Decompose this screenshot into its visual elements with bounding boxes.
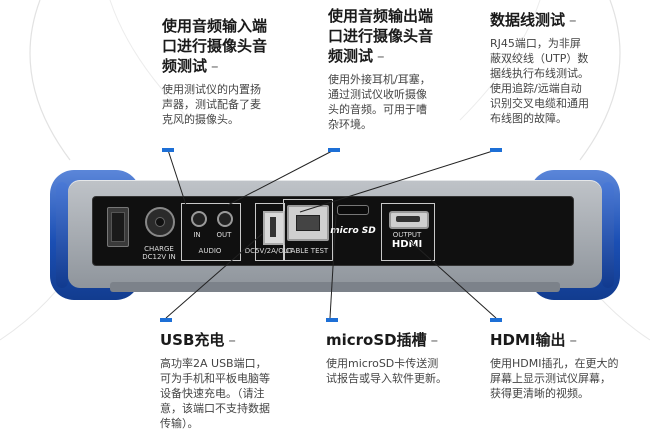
audio-in-jack[interactable] — [191, 211, 207, 227]
callout-usb: USB充电– 高功率2A USB端口， 可为手机和平板电脑等 设备快速充电。（请… — [160, 330, 310, 431]
audio-out-jack[interactable] — [217, 211, 233, 227]
hdmi-port[interactable] — [389, 211, 429, 229]
marker-audio-in — [162, 148, 174, 152]
audio-in-label: IN — [193, 231, 201, 239]
callout-body: 高功率2A USB端口， 可为手机和平板电脑等 设备快速充电。（请注 意，该端口… — [160, 357, 270, 430]
callout-body: 使用microSD卡传送测 试报告或导入软件更新。 — [326, 357, 447, 385]
callout-body: 使用HDMI插孔，在更大的 屏幕上显示测试仪屏幕， 获得更清晰的视频。 — [490, 357, 619, 400]
callout-body: 使用外接耳机/耳塞， 通过测试仪收听摄像 头的音频。可用于嘈 杂环境。 — [328, 73, 431, 131]
microsd-slot[interactable] — [337, 205, 369, 215]
dc-pin — [155, 217, 165, 227]
callout-title: 使用音频输出端 口进行摄像头音 频测试– — [328, 7, 434, 65]
power-switch[interactable] — [107, 207, 129, 247]
usb-label: DC5V/2A/OUT — [244, 247, 294, 255]
callout-body: 使用测试仪的内置扬 声器，测试配备了麦 克风的摄像头。 — [162, 83, 261, 126]
marker-usb — [160, 318, 172, 322]
dc-power-jack[interactable] — [145, 207, 175, 237]
hdmi-output-label: OUTPUT — [392, 231, 422, 239]
marker-audio-out — [328, 148, 340, 152]
usb-port[interactable] — [263, 211, 285, 245]
microsd-logo: micro SD — [330, 226, 376, 236]
callout-cable-test: 数据线测试– RJ45端口，为非屏 蔽双绞线（UTP）数 据线执行布线测试。 使… — [490, 10, 640, 126]
callout-title: microSD插槽– — [326, 331, 439, 349]
right-grip — [602, 182, 614, 288]
callout-audio-out: 使用音频输出端 口进行摄像头音 频测试– 使用外接耳机/耳塞， 通过测试仪收听摄… — [328, 6, 478, 132]
rj45-slot — [296, 215, 320, 231]
callout-title: 使用音频输入端 口进行摄像头音 频测试– — [162, 17, 268, 75]
rj45-port[interactable] — [287, 205, 329, 241]
callout-hdmi: HDMI输出– 使用HDMI插孔，在更大的 屏幕上显示测试仪屏幕， 获得更清晰的… — [490, 330, 645, 401]
callout-title: HDMI输出– — [490, 331, 578, 349]
callout-body: RJ45端口，为非屏 蔽双绞线（UTP）数 据线执行布线测试。 使用追踪/远端自… — [490, 37, 589, 125]
cable-test-label: CABLE TEST — [285, 247, 329, 255]
marker-microsd — [326, 318, 338, 322]
left-grip — [56, 182, 68, 288]
callout-microsd: microSD插槽– 使用microSD卡传送测 试报告或导入软件更新。 — [326, 330, 476, 386]
tester-device: CHARGE DC12V IN IN OUT AUDIO DC5V/2A/OUT… — [50, 170, 620, 300]
marker-cable-test — [490, 148, 502, 152]
hdmi-logo: HDMI — [391, 239, 423, 250]
marker-hdmi — [490, 318, 502, 322]
callout-title: USB充电– — [160, 331, 236, 349]
device-bottom-strip — [110, 282, 560, 292]
dc-label: CHARGE DC12V IN — [142, 245, 176, 261]
audio-label: AUDIO — [198, 247, 222, 255]
power-rocker[interactable] — [111, 212, 125, 242]
callout-title: 数据线测试– — [490, 11, 577, 29]
audio-out-label: OUT — [216, 231, 232, 239]
callout-audio-in: 使用音频输入端 口进行摄像头音 频测试– 使用测试仪的内置扬 声器，测试配备了麦… — [162, 16, 312, 127]
connector-panel: CHARGE DC12V IN IN OUT AUDIO DC5V/2A/OUT… — [92, 196, 574, 266]
